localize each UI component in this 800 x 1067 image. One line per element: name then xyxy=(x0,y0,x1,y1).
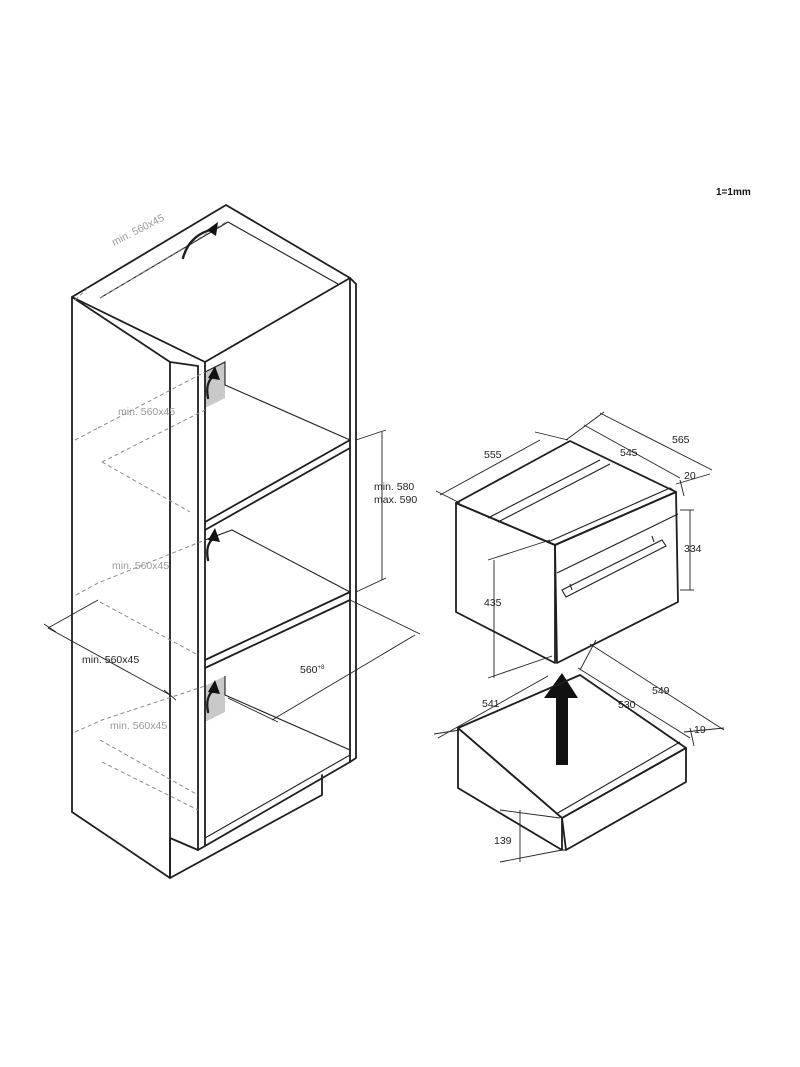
oven-dimensions xyxy=(435,411,713,679)
upper-airflow-arrow-icon xyxy=(208,366,220,380)
insert-direction-arrow-icon xyxy=(544,673,578,765)
drawer-dimensions xyxy=(433,639,725,863)
scale-note: 1=1mm xyxy=(716,187,751,198)
niche-height-dimension xyxy=(355,429,387,593)
side-vent-dimension xyxy=(43,599,177,701)
warming-drawer xyxy=(457,674,687,851)
middle-vent-label: min. 560x45 xyxy=(112,560,169,572)
niche-height-max-label: max. 590 xyxy=(374,494,417,506)
cabinet xyxy=(71,204,357,879)
oven-depth-total-label: 565 xyxy=(672,434,690,446)
oven-body-height-label: 435 xyxy=(484,597,502,609)
cabinet-side-panel xyxy=(71,296,171,879)
oven-width-label: 555 xyxy=(484,449,502,461)
drawer-front-thickness-label: 19 xyxy=(694,724,706,736)
oven-front-height-label: 334 xyxy=(684,543,702,555)
lower-vent-strip xyxy=(205,676,225,722)
upper-vent-strip xyxy=(205,362,225,408)
drawer-width-label: 541 xyxy=(482,698,500,710)
lower-vent-label: min. 560x45 xyxy=(110,720,167,732)
top-vent-label: min. 560x45 xyxy=(110,212,167,249)
top-airflow-arrow-icon xyxy=(207,222,218,236)
drawer-depth-total-label: 549 xyxy=(652,685,670,697)
airflow-arrows xyxy=(181,222,220,714)
side-vent-label: min. 560x45 xyxy=(82,654,139,666)
niche-height-min-label: min. 580 xyxy=(374,481,414,493)
niche-width-label: 560+8 xyxy=(300,664,325,676)
upper-vent-label: min. 560x45 xyxy=(118,406,175,418)
middle-airflow-arrow-icon xyxy=(208,528,220,542)
oven-depth-body-label: 545 xyxy=(620,447,638,459)
drawer-height-label: 139 xyxy=(494,835,512,847)
niche-width-dimension xyxy=(227,599,421,723)
lower-airflow-arrow-icon xyxy=(208,680,220,694)
drawer-depth-body-label: 530 xyxy=(618,699,636,711)
oven xyxy=(455,440,679,664)
oven-front-thickness-label: 20 xyxy=(684,470,696,482)
